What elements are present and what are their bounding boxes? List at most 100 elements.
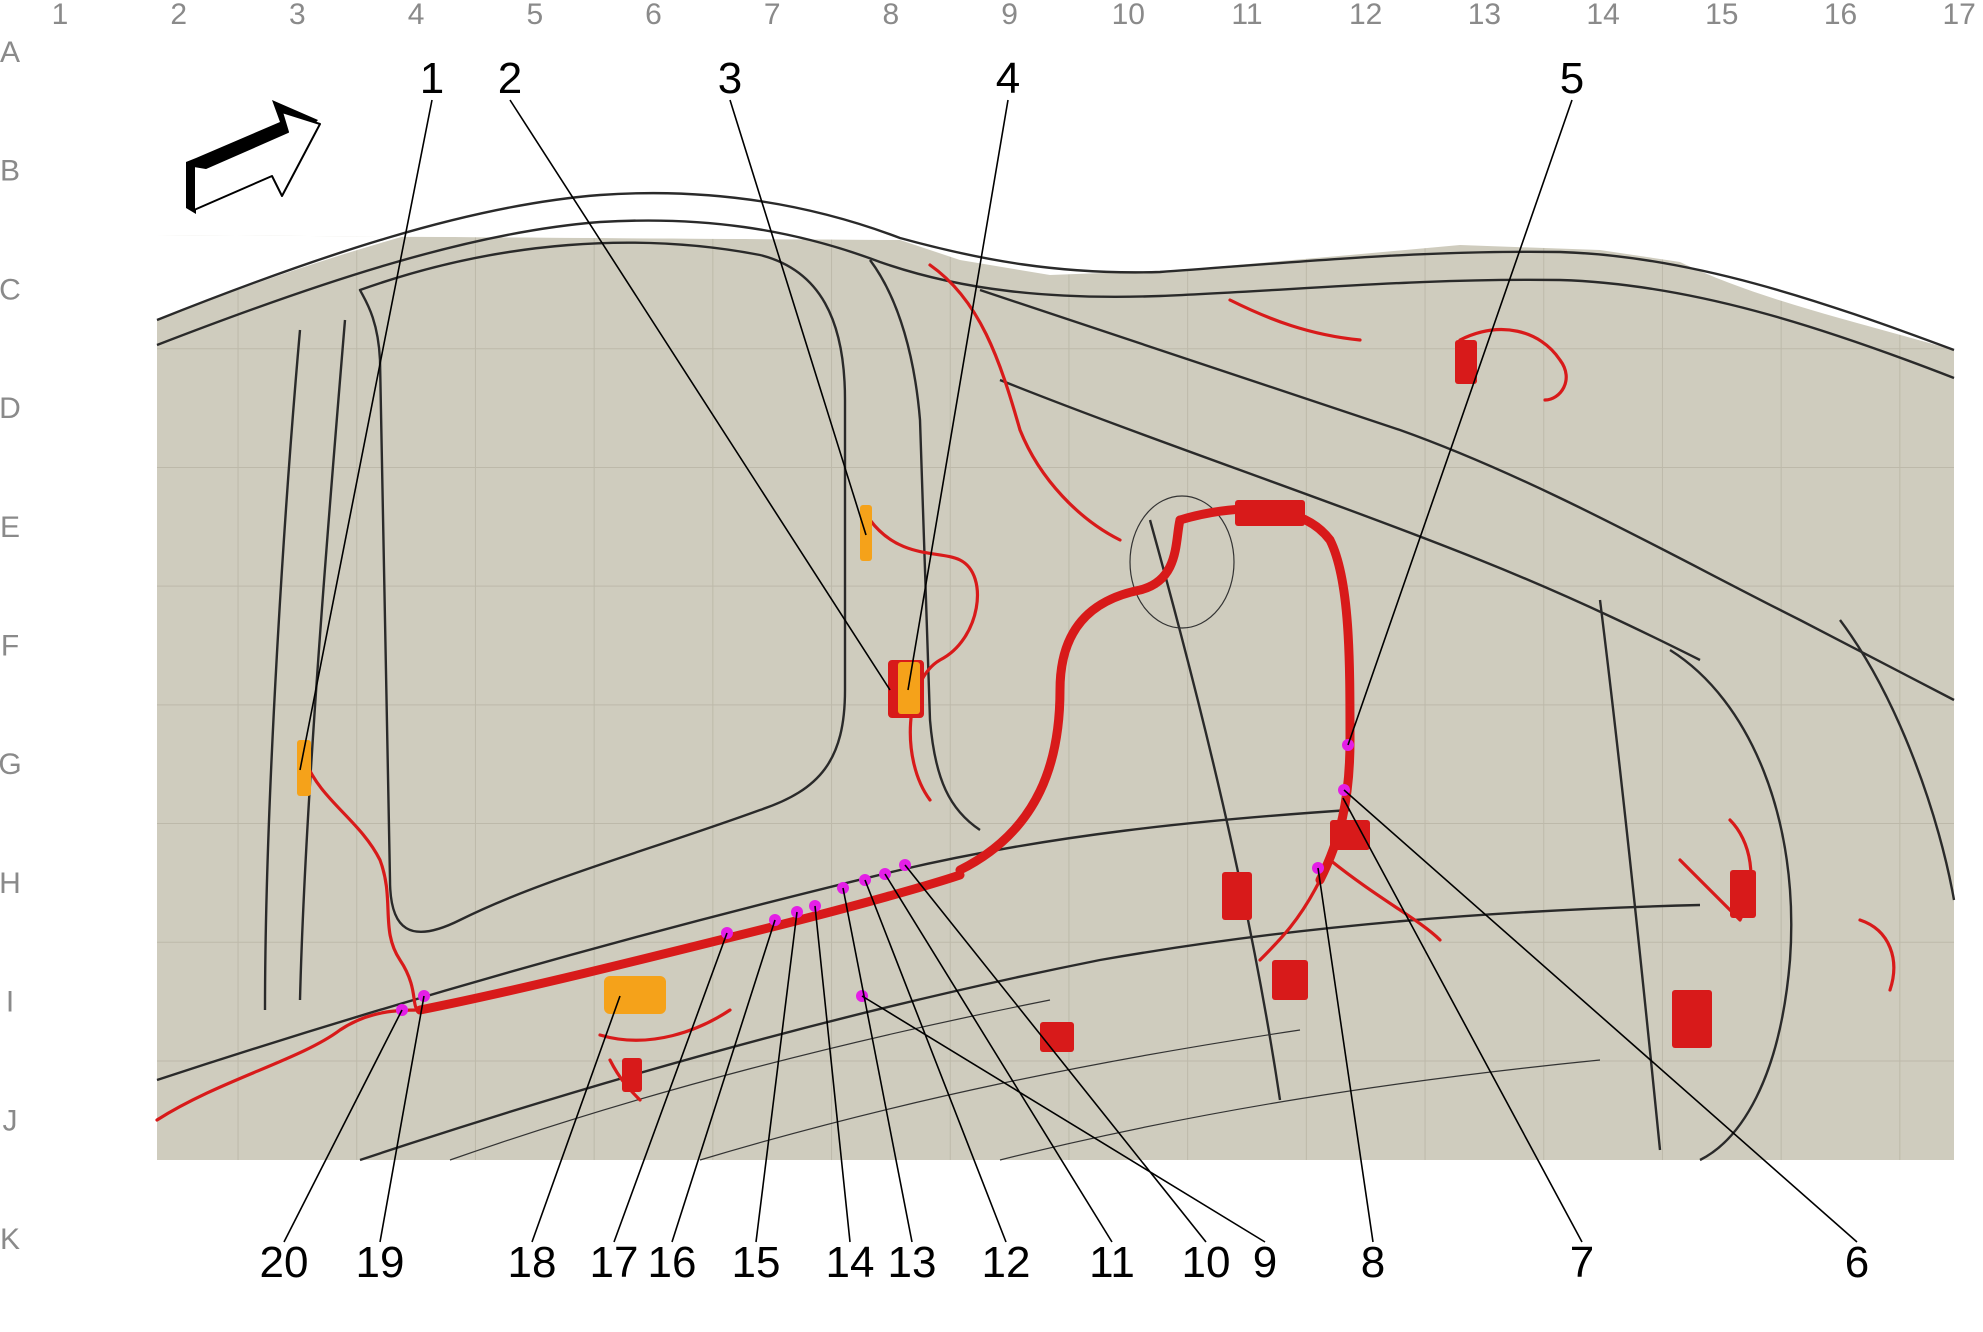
grid-row-label: D [0, 392, 21, 425]
grid-row-label: G [0, 748, 22, 781]
roof-rail-outline [156, 191, 1955, 352]
leader-line [861, 995, 1266, 1243]
hvac-connector [1330, 820, 1370, 850]
fuse-block-connector [1672, 990, 1712, 1048]
grid-column-label: 6 [645, 0, 662, 31]
center-stack-connector [1222, 872, 1252, 920]
rear-floor-connector [1040, 1022, 1074, 1052]
leader-line [755, 911, 798, 1243]
grid-column-label: 13 [1468, 0, 1501, 31]
leader-line [1347, 99, 1573, 746]
a-pillar-harness-branch [928, 263, 1122, 542]
b-pillar-harness-branch [303, 758, 422, 1012]
grid-row-label: A [0, 36, 20, 69]
firewall-outline [1148, 519, 1662, 1151]
steering-column-opening [1129, 495, 1235, 629]
leader-line [884, 873, 1113, 1243]
grid-column-label: 9 [1001, 0, 1018, 31]
grid-column-label: 15 [1705, 0, 1738, 31]
a-pillar-outline [869, 259, 981, 831]
leader-line [1343, 789, 1858, 1243]
grid-row-label: B [0, 155, 20, 188]
grid-lines [157, 235, 1954, 1160]
grid-row-labels: ABCDEFGHIJKL [0, 36, 22, 1256]
forward-direction-arrow-icon [186, 100, 321, 214]
wiring-harness [155, 263, 1896, 1122]
grid-column-label: 3 [289, 0, 306, 31]
cowl-connector [1455, 340, 1477, 384]
grid-column-label: 16 [1824, 0, 1857, 31]
instrument-panel-beam [979, 288, 1955, 702]
b-pillar-orange-connector [297, 740, 311, 796]
grid-row-label: I [6, 986, 14, 1019]
kick-panel-connector [1272, 960, 1308, 1000]
wheelhouse-outline [1669, 619, 1956, 1162]
grid-column-label: 5 [526, 0, 543, 31]
callout-number: 6 [1845, 1238, 1869, 1287]
callout-number: 17 [590, 1238, 639, 1287]
floor-rib-2 [699, 1029, 1301, 1161]
grid-column-label: 14 [1586, 0, 1619, 31]
grid-column-label: 2 [170, 0, 187, 31]
callout-number: 12 [982, 1238, 1031, 1287]
grid-row-label: J [3, 1104, 18, 1137]
b-pillar-outline [263, 319, 347, 1011]
floor-connector [622, 1058, 642, 1092]
callout-leader-lines [283, 99, 1858, 1243]
leader-line [864, 879, 1007, 1243]
leader-line [842, 887, 913, 1243]
callout-number: 16 [648, 1238, 697, 1287]
grid-column-label: 1 [52, 0, 69, 31]
leader-line [904, 864, 1207, 1243]
floor-pan-outline [359, 903, 1701, 1162]
rocker-panel [156, 808, 1351, 1082]
callout-number: 19 [356, 1238, 405, 1287]
ip-connector-block [1235, 500, 1305, 526]
roof-rail-inner [156, 219, 1955, 380]
right-side-connector [1730, 870, 1756, 918]
grid-column-label: 11 [1231, 0, 1262, 31]
leader-line [613, 932, 728, 1243]
callout-number: 14 [826, 1238, 875, 1287]
leader-line [509, 99, 891, 691]
body-cut-mask [157, 235, 1954, 350]
main-body-harness-trunk [415, 870, 965, 1015]
leader-line [671, 919, 776, 1243]
grid-row-label: H [0, 867, 21, 900]
callout-number: 3 [718, 54, 742, 103]
callout-number: 13 [888, 1238, 937, 1287]
callout-number: 1 [420, 54, 444, 103]
dash-harness-riser [955, 515, 1185, 875]
cowl-outline [999, 378, 1701, 662]
leader-line [1317, 867, 1374, 1243]
floor-rib-3 [999, 1059, 1601, 1161]
right-side-harness-branch [1858, 918, 1896, 992]
grid-column-label: 10 [1112, 0, 1145, 31]
callout-number: 7 [1570, 1238, 1594, 1287]
grid-column-label: 4 [408, 0, 425, 31]
leader-line [1342, 797, 1583, 1243]
leader-line [907, 99, 1009, 691]
callout-number: 8 [1361, 1238, 1385, 1287]
leader-line [379, 995, 425, 1243]
grid-row-label: F [1, 630, 19, 663]
leader-line [814, 905, 851, 1243]
grid-row-label: E [0, 511, 20, 544]
callout-number: 11 [1089, 1238, 1135, 1287]
callout-number: 15 [732, 1238, 781, 1287]
body-cut-mask-left [157, 195, 900, 320]
callout-number: 5 [1560, 54, 1584, 103]
door-harness-branch [868, 518, 980, 802]
leader-line [531, 995, 621, 1243]
leader-line [283, 1009, 403, 1243]
leader-line [299, 99, 433, 771]
console-orange-connector [604, 976, 666, 1014]
callout-number: 10 [1182, 1238, 1231, 1287]
callout-number: 9 [1253, 1238, 1277, 1287]
grid-column-label: 8 [883, 0, 900, 31]
center-stack-harness-branch [1258, 858, 1442, 962]
